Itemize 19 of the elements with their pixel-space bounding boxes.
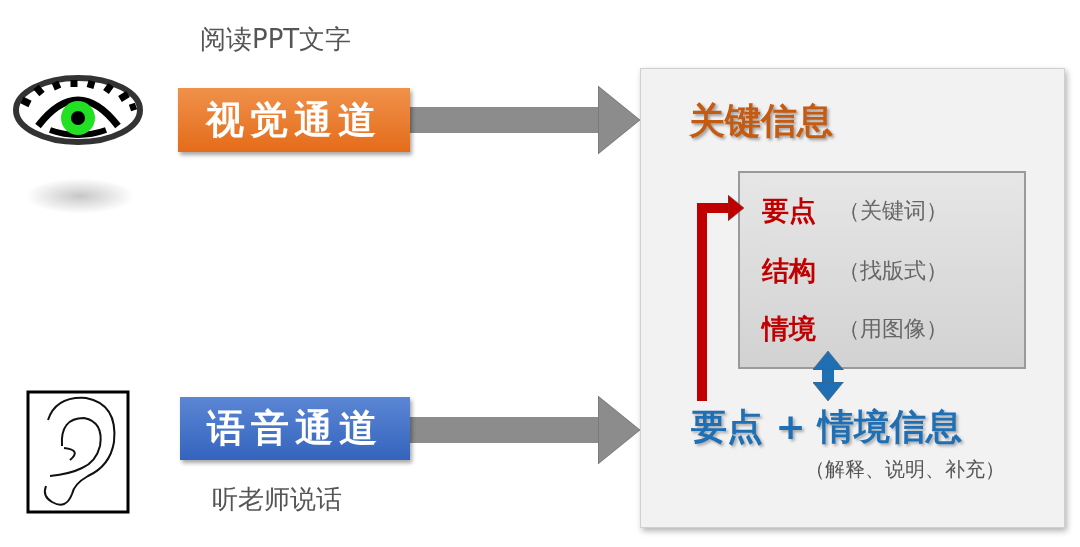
channel-box: 语音通道 — [180, 397, 410, 460]
heading-text: 要点 + 情境信息 — [691, 401, 1011, 453]
inner-box — [738, 171, 1026, 369]
caption-text: 听老师说话 — [212, 483, 342, 516]
arrow — [410, 395, 641, 465]
keyword-text: 情境 — [762, 312, 816, 346]
arrow — [697, 194, 745, 401]
note-text: （用图像） — [838, 315, 948, 343]
caption-text: 阅读PPT文字 — [200, 23, 352, 56]
panel — [640, 68, 1065, 528]
arrow — [410, 85, 641, 155]
channel-box: 视觉通道 — [178, 88, 410, 152]
caption-text: （解释、说明、补充） — [805, 456, 1005, 483]
note-text: （关键词） — [838, 197, 948, 225]
panel-title: 关键信息 — [689, 99, 833, 143]
keyword-text: 结构 — [762, 254, 816, 288]
arrow — [812, 350, 844, 402]
note-text: （找版式） — [838, 257, 948, 285]
keyword-text: 要点 — [762, 194, 816, 228]
